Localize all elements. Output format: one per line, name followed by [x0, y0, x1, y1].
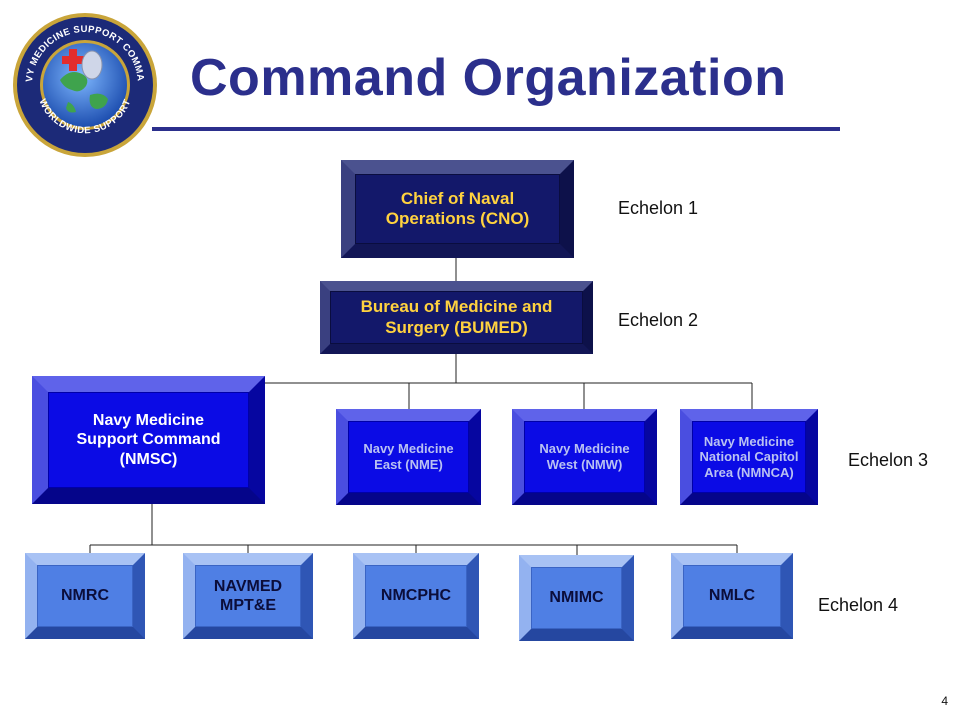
node-nmw-face: Navy Medicine West (NMW) — [524, 421, 645, 493]
node-bumed-line1: Bureau of Medicine and — [360, 297, 553, 317]
node-nme: Navy Medicine East (NME) — [336, 409, 481, 505]
node-nmrc-face: NMRC — [37, 565, 133, 627]
node-nmnca-line2: National Capitol — [699, 449, 799, 465]
page-number: 4 — [941, 694, 948, 708]
node-nmw-line1: Navy Medicine — [539, 441, 630, 457]
node-nmsc-line1: Navy Medicine — [92, 412, 205, 430]
node-nmcphc: NMCPHC — [353, 553, 479, 639]
node-nmsc-line2: Support Command — [76, 431, 221, 449]
echelon-3-label: Echelon 3 — [848, 450, 929, 470]
echelon-1-label: Echelon 1 — [618, 198, 699, 218]
node-cno-face: Chief of Naval Operations (CNO) — [355, 174, 560, 244]
node-nmcphc-line1: NMCPHC — [380, 587, 452, 605]
node-nmsc: Navy Medicine Support Command (NMSC) — [32, 376, 265, 504]
node-nmimc: NMIMC — [519, 555, 634, 641]
node-nmw: Navy Medicine West (NMW) — [512, 409, 657, 505]
node-nmnca-face: Navy Medicine National Capitol Area (NMN… — [692, 421, 806, 493]
node-nmnca: Navy Medicine National Capitol Area (NMN… — [680, 409, 818, 505]
title-underline — [152, 127, 840, 131]
node-nmlc-face: NMLC — [683, 565, 781, 627]
node-nmsc-face: Navy Medicine Support Command (NMSC) — [48, 392, 249, 488]
echelon-4-label: Echelon 4 — [818, 595, 899, 615]
node-nmsc-line3: (NMSC) — [119, 450, 178, 468]
node-nme-face: Navy Medicine East (NME) — [348, 421, 469, 493]
node-nme-line2: East (NME) — [374, 457, 443, 472]
node-bumed-line2: Surgery (BUMED) — [385, 317, 528, 337]
node-nmw-line2: West (NMW) — [546, 457, 623, 472]
node-nme-line1: Navy Medicine — [363, 441, 454, 457]
node-nmcphc-face: NMCPHC — [365, 565, 467, 627]
node-navmed-mpte: NAVMED MPT&E — [183, 553, 313, 639]
node-nmimc-face: NMIMC — [531, 567, 622, 629]
node-nmnca-line1: Navy Medicine — [703, 433, 795, 449]
node-cno-line1: Chief of Naval — [400, 188, 515, 208]
node-bumed-face: Bureau of Medicine and Surgery (BUMED) — [330, 291, 583, 344]
node-nmlc-line1: NMLC — [708, 587, 756, 605]
node-cno: Chief of Naval Operations (CNO) — [341, 160, 574, 258]
node-navmed-mpte-line2: MPT&E — [220, 597, 276, 614]
node-cno-line2: Operations (CNO) — [385, 209, 530, 228]
page-title: Command Organization — [190, 49, 787, 107]
node-nmnca-line3: Area (NMNCA) — [704, 464, 794, 480]
echelon-2-label: Echelon 2 — [618, 310, 699, 330]
node-nmlc: NMLC — [671, 553, 793, 639]
node-nmrc: NMRC — [25, 553, 145, 639]
node-nmimc-line1: NMIMC — [549, 589, 604, 607]
navy-medicine-support-command-seal: NAVY MEDICINE SUPPORT COMMAND WORLDWIDE … — [10, 10, 157, 157]
node-nmrc-line1: NMRC — [61, 587, 109, 605]
node-navmed-mpte-line1: NAVMED — [213, 577, 283, 595]
node-navmed-mpte-face: NAVMED MPT&E — [195, 565, 301, 627]
node-bumed: Bureau of Medicine and Surgery (BUMED) — [320, 281, 593, 354]
